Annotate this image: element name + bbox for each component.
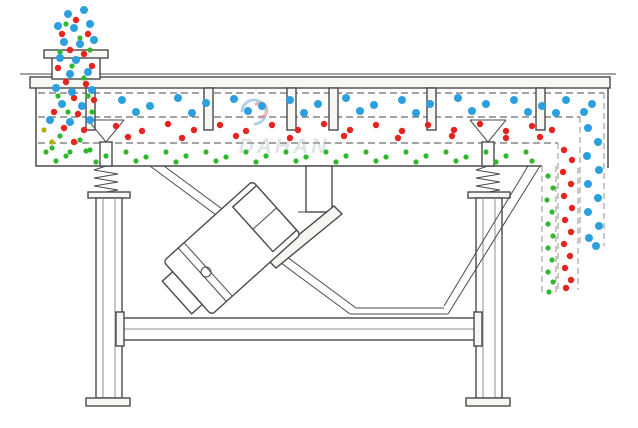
support-leg-right (465, 191, 511, 407)
particles-blue (46, 6, 603, 250)
screen-box-left-bottom-wall (35, 88, 542, 167)
spring-left (93, 165, 119, 193)
particles-green (43, 21, 556, 295)
spring-right (475, 165, 501, 193)
outlet-channel-green (541, 166, 557, 294)
vibration-motor (161, 182, 300, 315)
cross-beam (115, 311, 483, 347)
top-cover (29, 76, 611, 89)
motor-bolt (200, 266, 212, 278)
feed-inlet (43, 49, 109, 80)
outlet-channel-blue (579, 93, 605, 246)
support-leg-left (85, 191, 131, 407)
isolator-cone-right (469, 119, 507, 167)
brand-watermark: DAHAN (239, 98, 330, 158)
dahan-logo-text: DAHAN (239, 135, 330, 158)
outlet-channel-red (557, 143, 579, 290)
particles-red (50, 16, 576, 292)
deck-stiffeners (85, 87, 546, 131)
particles-yellow (41, 127, 55, 145)
